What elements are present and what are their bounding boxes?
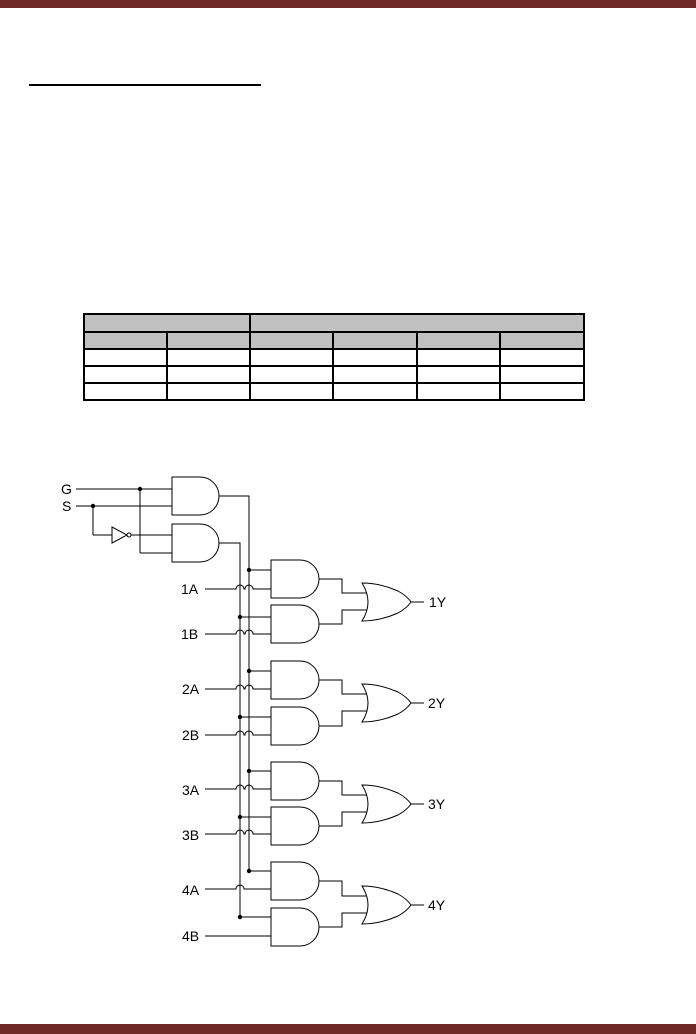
table-cell bbox=[332, 382, 418, 401]
top-border-bar bbox=[0, 0, 696, 8]
and-to-or-wires bbox=[319, 578, 368, 928]
input-label-g: G bbox=[61, 481, 72, 497]
not-gate bbox=[111, 526, 132, 544]
table-row bbox=[83, 365, 585, 384]
select-connections bbox=[237, 567, 271, 920]
and-gate-3a bbox=[270, 761, 320, 801]
table-cell bbox=[83, 365, 168, 384]
control-wiring bbox=[76, 486, 172, 554]
data-input-wires bbox=[205, 584, 271, 937]
or-gate-stage bbox=[361, 582, 412, 925]
sub-header-cell bbox=[332, 331, 418, 350]
table-cell bbox=[249, 382, 334, 401]
sub-header-cell bbox=[166, 331, 251, 350]
table-cell bbox=[166, 348, 251, 367]
bottom-border-bar bbox=[0, 1024, 696, 1034]
table-cell bbox=[416, 382, 501, 401]
and-gate-3b bbox=[270, 806, 320, 846]
sub-header-cell bbox=[499, 331, 585, 350]
header-group-outputs bbox=[249, 313, 585, 333]
output-wires bbox=[411, 601, 424, 906]
table-cell bbox=[416, 348, 501, 367]
table-cell bbox=[166, 365, 251, 384]
and-gate-2b bbox=[270, 706, 320, 746]
heading-underline bbox=[29, 84, 261, 86]
input-label-1b: 1B bbox=[181, 626, 198, 642]
table-cell bbox=[166, 382, 251, 401]
output-label-2y: 2Y bbox=[428, 695, 446, 711]
and-gate-4a bbox=[270, 861, 320, 901]
sub-header-cell bbox=[249, 331, 334, 350]
and-gate-enable-1 bbox=[171, 476, 220, 516]
input-label-2a: 2A bbox=[182, 681, 200, 697]
sub-header-cell bbox=[416, 331, 501, 350]
input-label-4b: 4B bbox=[182, 928, 199, 944]
truth-table-sub-header bbox=[83, 331, 585, 350]
table-cell bbox=[499, 382, 585, 401]
input-label-s: S bbox=[62, 498, 71, 514]
and-gate-stage bbox=[270, 559, 320, 947]
and-gate-4b bbox=[270, 907, 320, 947]
table-row bbox=[83, 382, 585, 401]
or-gate-2y bbox=[361, 683, 412, 723]
input-label-4a: 4A bbox=[182, 882, 200, 898]
truth-table bbox=[83, 313, 585, 401]
truth-table-group-header bbox=[83, 313, 585, 333]
table-cell bbox=[83, 348, 168, 367]
header-group-inputs bbox=[83, 313, 251, 333]
output-label-4y: 4Y bbox=[428, 897, 446, 913]
or-gate-3y bbox=[361, 784, 412, 824]
or-gate-1y bbox=[361, 582, 412, 622]
output-label-3y: 3Y bbox=[428, 796, 446, 812]
table-cell bbox=[416, 365, 501, 384]
input-label-3b: 3B bbox=[182, 827, 199, 843]
table-cell bbox=[249, 365, 334, 384]
sub-header-cell bbox=[83, 331, 168, 350]
and-gate-enable-2 bbox=[171, 523, 220, 563]
table-cell bbox=[83, 382, 168, 401]
and-gate-1a bbox=[270, 559, 320, 599]
output-label-1y: 1Y bbox=[429, 594, 447, 610]
or-gate-4y bbox=[361, 885, 412, 925]
and-gate-2a bbox=[270, 660, 320, 700]
table-cell bbox=[499, 365, 585, 384]
input-label-2b: 2B bbox=[182, 727, 199, 743]
table-cell bbox=[249, 348, 334, 367]
input-label-3a: 3A bbox=[182, 782, 200, 798]
table-cell bbox=[499, 348, 585, 367]
table-cell bbox=[332, 348, 418, 367]
table-cell bbox=[332, 365, 418, 384]
input-label-1a: 1A bbox=[181, 581, 199, 597]
select-buses bbox=[219, 495, 250, 917]
and-gate-1b bbox=[270, 604, 320, 644]
table-row bbox=[83, 348, 585, 367]
